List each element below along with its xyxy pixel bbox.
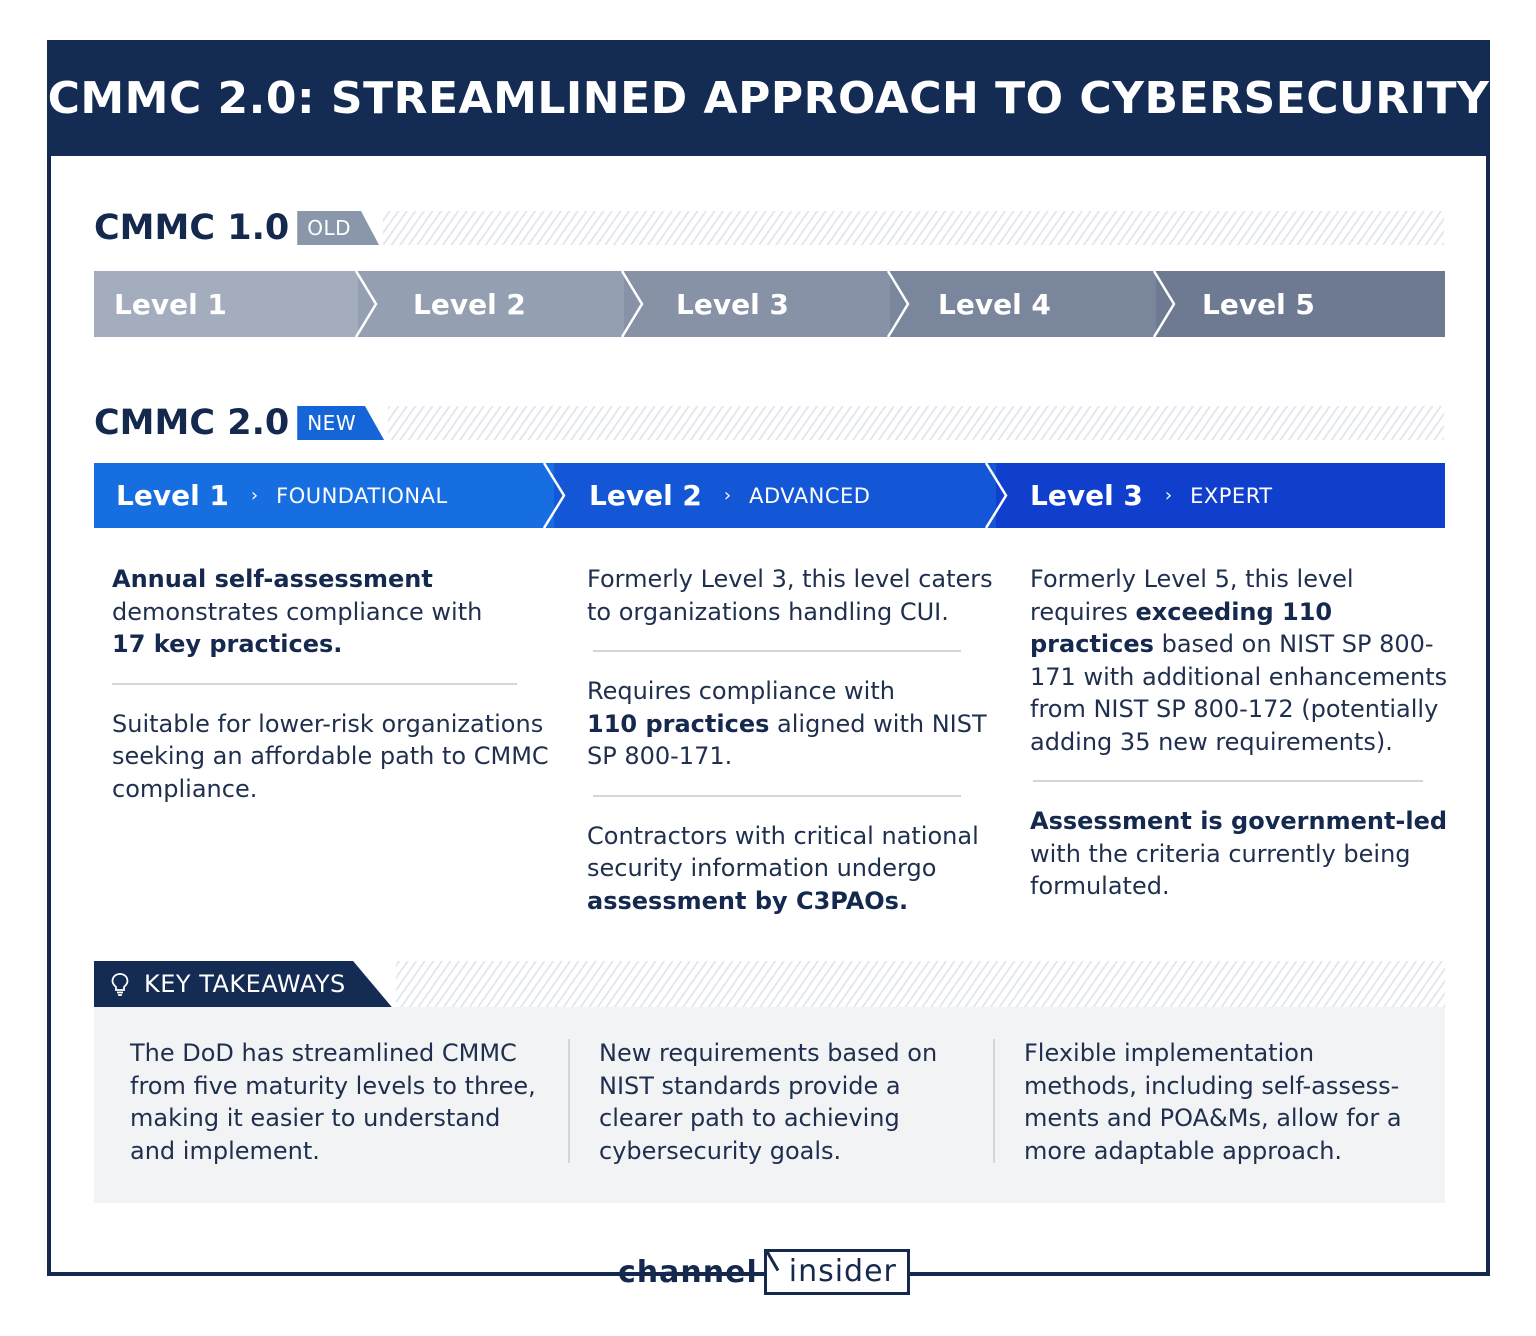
level2-para-1: Formerly Level 3, this level caters to o… — [587, 565, 993, 626]
new-level-3: Level 3 › EXPERT — [996, 463, 1445, 528]
new-level-1: Level 1 › FOUNDATIONAL — [94, 463, 554, 528]
cmmc2-heading: CMMC 2.0 NEW — [94, 403, 1444, 443]
footer-line-right — [930, 1272, 1490, 1276]
divider — [593, 794, 961, 797]
footer-line-left — [47, 1272, 605, 1276]
old-level-3: Level 3 — [624, 271, 890, 337]
new-level-3-label: Level 3 — [1030, 479, 1143, 512]
key-takeaways-panel: The DoD has streamlined CMMC from five m… — [94, 1007, 1445, 1203]
level1-para-1: Annual self-assessment demonstrates comp… — [112, 563, 557, 661]
level3-text-1: Formerly Level 5, this level requires — [1030, 565, 1354, 626]
old-level-4: Level 4 — [890, 271, 1156, 337]
level2-bold-3: assessment by C3PAOs. — [587, 886, 909, 915]
level1-para-2: Suitable for lower-risk organizations se… — [112, 709, 549, 803]
divider — [568, 1039, 570, 1163]
new-level-1-label: Level 1 — [116, 479, 229, 512]
level1-bold-2: 17 key practices. — [112, 630, 343, 658]
key-takeaways-title: KEY TAKEAWAYS — [144, 970, 346, 998]
title-bar: CMMC 2.0: STREAMLINED APPROACH TO CYBERS… — [47, 40, 1490, 156]
level3-text-1b: based on NIST SP 800-171 with additional… — [1030, 630, 1448, 756]
chevron-separator-3 — [886, 271, 910, 337]
key-takeaways-heading: KEY TAKEAWAYS — [94, 961, 1445, 1007]
old-level-3-label: Level 3 — [676, 287, 789, 321]
chevron-right-icon: › — [723, 485, 732, 506]
chevron-right-icon: › — [1164, 485, 1173, 506]
divider — [1033, 780, 1423, 782]
level3-para-1: Formerly Level 5, this level requires ex… — [1030, 563, 1450, 758]
level2-text-2b: aligned with NIST SP 800-171. — [587, 709, 987, 771]
logo-part-1: channel — [618, 1254, 758, 1290]
cmmc1-title: CMMC 1.0 — [94, 208, 290, 248]
old-level-5-label: Level 5 — [1202, 287, 1315, 321]
chevron-separator-1 — [354, 271, 378, 337]
chevron-separator-4 — [1152, 271, 1176, 337]
level2-para-2: Requires compliance with 110 practices a… — [587, 675, 997, 773]
divider — [112, 682, 517, 685]
new-tag: NEW — [297, 406, 385, 440]
old-tag: OLD — [297, 211, 380, 245]
new-bar-chevrons — [542, 463, 1008, 528]
cmmc1-levels-bar: Level 1 Level 2 Level 3 Level 4 Level 5 — [94, 271, 1445, 337]
cmmc2-levels-bar: Level 1 › FOUNDATIONAL Level 2 › ADVANCE… — [94, 463, 1445, 528]
level3-text-2: with the criteria currently being formul… — [1030, 839, 1411, 901]
level2-para-3: Contractors with critical national secur… — [587, 820, 997, 918]
level3-bold-1: exceeding 110 practices — [1030, 597, 1333, 659]
divider — [993, 1039, 995, 1163]
chevron-separator-1 — [542, 463, 566, 528]
old-level-4-label: Level 4 — [938, 287, 1051, 321]
level3-details: Formerly Level 5, this level requires ex… — [1030, 563, 1450, 903]
level3-para-2: Assessment is government-led with the cr… — [1030, 805, 1450, 903]
old-level-2-label: Level 2 — [413, 287, 526, 321]
logo-part-2: insider — [763, 1249, 910, 1295]
key-takeaways-tab: KEY TAKEAWAYS — [94, 961, 392, 1007]
cmmc2-title: CMMC 2.0 — [94, 403, 290, 443]
hatch-decoration — [383, 211, 1444, 245]
divider — [593, 650, 961, 652]
new-level-2-label: Level 2 — [589, 479, 702, 512]
takeaway-2: New requirements based on NIST standards… — [599, 1039, 938, 1165]
lightbulb-icon — [111, 973, 129, 996]
new-level-2: Level 2 › ADVANCED — [554, 463, 996, 528]
level1-details: Annual self-assessment demonstrates comp… — [112, 563, 557, 805]
page-title: CMMC 2.0: STREAMLINED APPROACH TO CYBERS… — [47, 72, 1490, 124]
takeaway-1: The DoD has streamlined CMMC from five m… — [130, 1039, 536, 1165]
chevron-separator-2 — [984, 463, 1008, 528]
old-bar-chevrons — [354, 271, 1176, 337]
level2-text-2: Requires compliance with — [587, 677, 895, 705]
chevron-right-icon: › — [250, 485, 259, 506]
old-level-2: Level 2 — [358, 271, 624, 337]
cmmc1-heading: CMMC 1.0 OLD — [94, 208, 1444, 248]
level1-text-1: demonstrates compliance with — [112, 597, 483, 626]
channel-insider-logo: channel insider — [618, 1248, 910, 1296]
hatch-decoration — [395, 961, 1445, 1007]
old-level-5: Level 5 — [1156, 271, 1445, 337]
level2-text-3: Contractors with critical national secur… — [587, 821, 979, 883]
level1-bold-1: Annual self-assessment — [112, 565, 433, 593]
old-level-1-label: Level 1 — [114, 287, 227, 321]
new-level-3-sub: EXPERT — [1190, 483, 1273, 508]
level3-bold-2: Assessment is government-led — [1030, 807, 1448, 835]
level2-bold-2: 110 practices — [587, 709, 770, 738]
takeaway-3: Flexible implementation methods, includi… — [1024, 1039, 1402, 1165]
new-level-1-sub: FOUNDATIONAL — [276, 483, 448, 508]
hatch-decoration — [388, 406, 1444, 440]
level2-details: Formerly Level 3, this level caters to o… — [587, 563, 997, 917]
new-level-2-sub: ADVANCED — [749, 483, 871, 508]
chevron-separator-2 — [620, 271, 644, 337]
old-level-1: Level 1 — [94, 271, 358, 337]
